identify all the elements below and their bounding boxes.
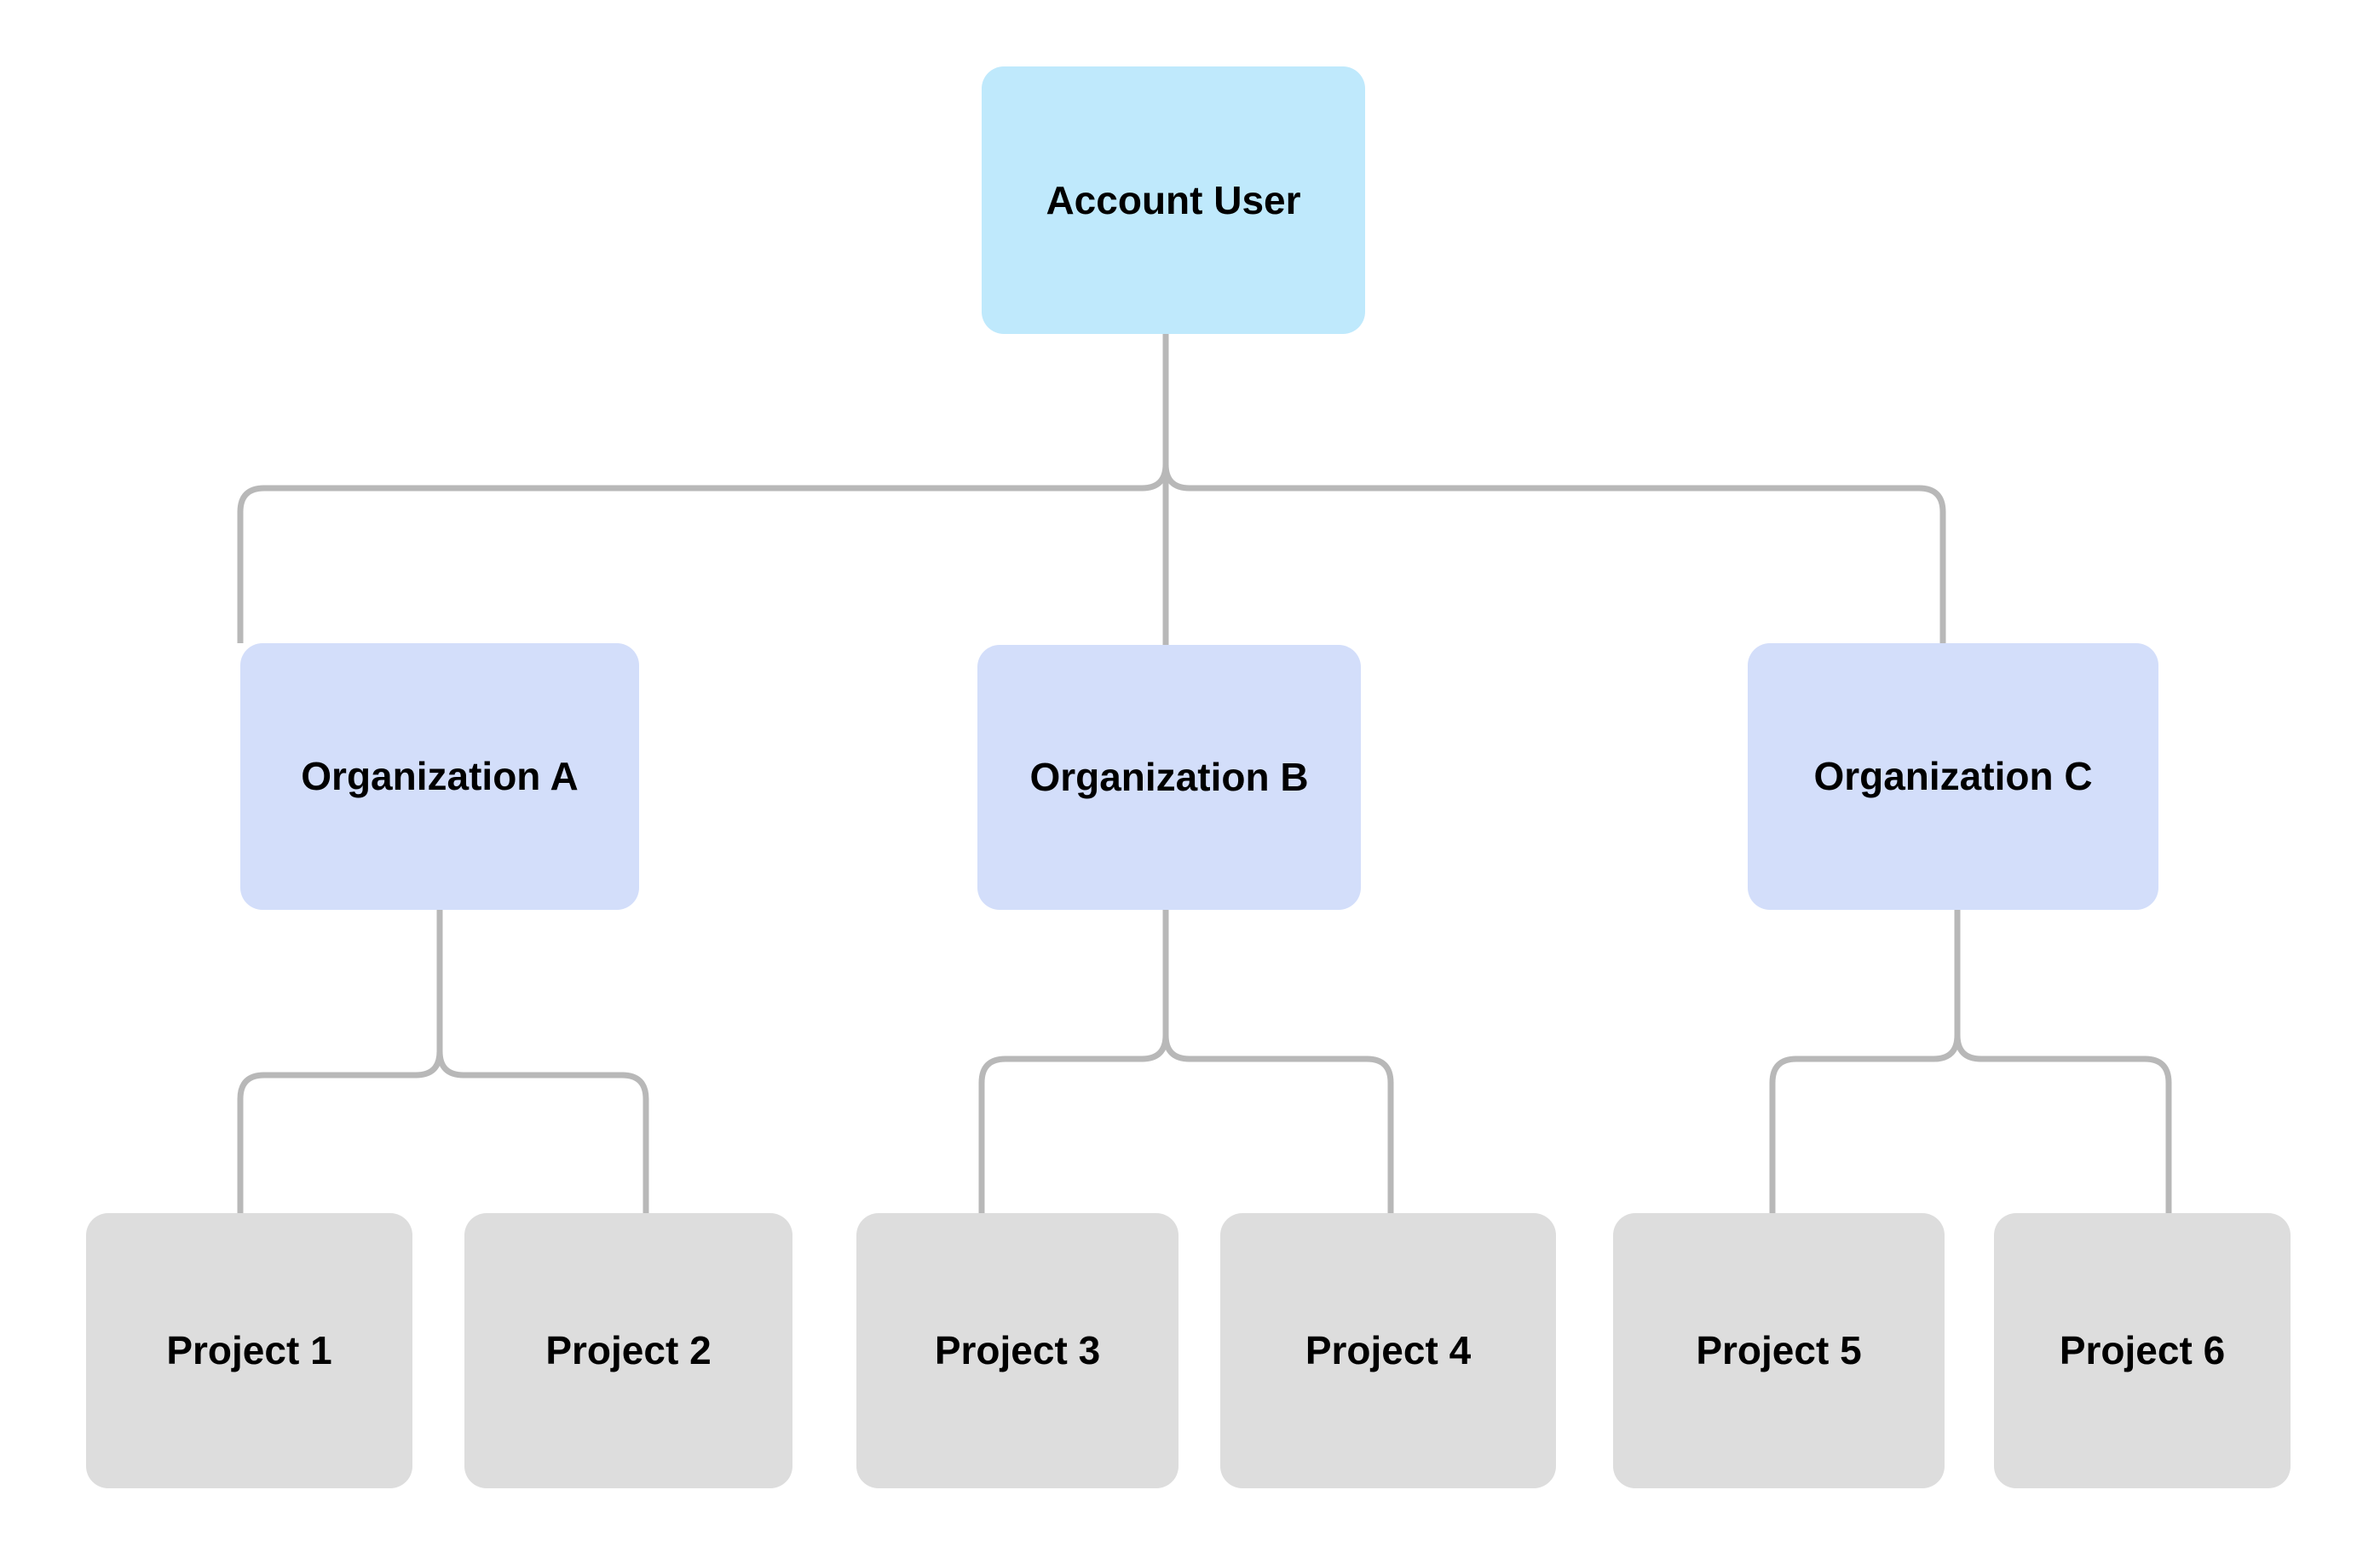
node-label-account-user: Account User [1046,177,1301,222]
node-label-project-5: Project 5 [1696,1328,1862,1373]
node-project-4[interactable]: Project 4 [1220,1213,1556,1488]
edge-orgA-stem-left [415,910,443,1079]
node-project-6[interactable]: Project 6 [1994,1213,2291,1488]
node-label-project-1: Project 1 [166,1328,332,1373]
node-label-organization-a: Organization A [301,754,579,799]
node-label-project-6: Project 6 [2059,1328,2226,1373]
edge-orgA-to-project1 [237,1072,416,1213]
node-account-user[interactable]: Account User [982,66,1365,334]
edge-orgB-to-project3 [978,1056,1142,1213]
node-label-organization-b: Organization B [1029,755,1309,800]
edge-root-to-orgA [237,485,1142,643]
node-label-project-4: Project 4 [1305,1328,1472,1373]
node-project-5[interactable]: Project 5 [1613,1213,1945,1488]
edge-orgC-stem-right [1954,910,1982,1062]
node-project-1[interactable]: Project 1 [86,1213,412,1488]
node-project-3[interactable]: Project 3 [856,1213,1178,1488]
edge-root-to-orgC [1190,485,1946,643]
node-organization-b[interactable]: Organization B [977,645,1361,910]
edge-orgB-to-project4 [1190,1056,1394,1213]
node-label-organization-c: Organization C [1813,754,2093,799]
node-label-project-3: Project 3 [934,1328,1101,1373]
edge-orgB-stem-right [1162,910,1190,1062]
edge-orgC-to-project6 [1981,1056,2172,1213]
edge-orgA-stem-right [436,910,464,1079]
node-organization-a[interactable]: Organization A [240,643,639,910]
node-label-project-2: Project 2 [545,1328,712,1373]
edge-root-stem [1141,334,1169,492]
edge-root-stem-right [1162,334,1190,492]
node-organization-c[interactable]: Organization C [1748,643,2158,910]
edge-orgC-stem-left [1933,910,1961,1062]
edge-orgB-stem-left [1141,910,1169,1062]
node-project-2[interactable]: Project 2 [464,1213,792,1488]
edge-orgA-to-project2 [464,1072,649,1213]
edge-orgC-to-project5 [1769,1056,1933,1213]
